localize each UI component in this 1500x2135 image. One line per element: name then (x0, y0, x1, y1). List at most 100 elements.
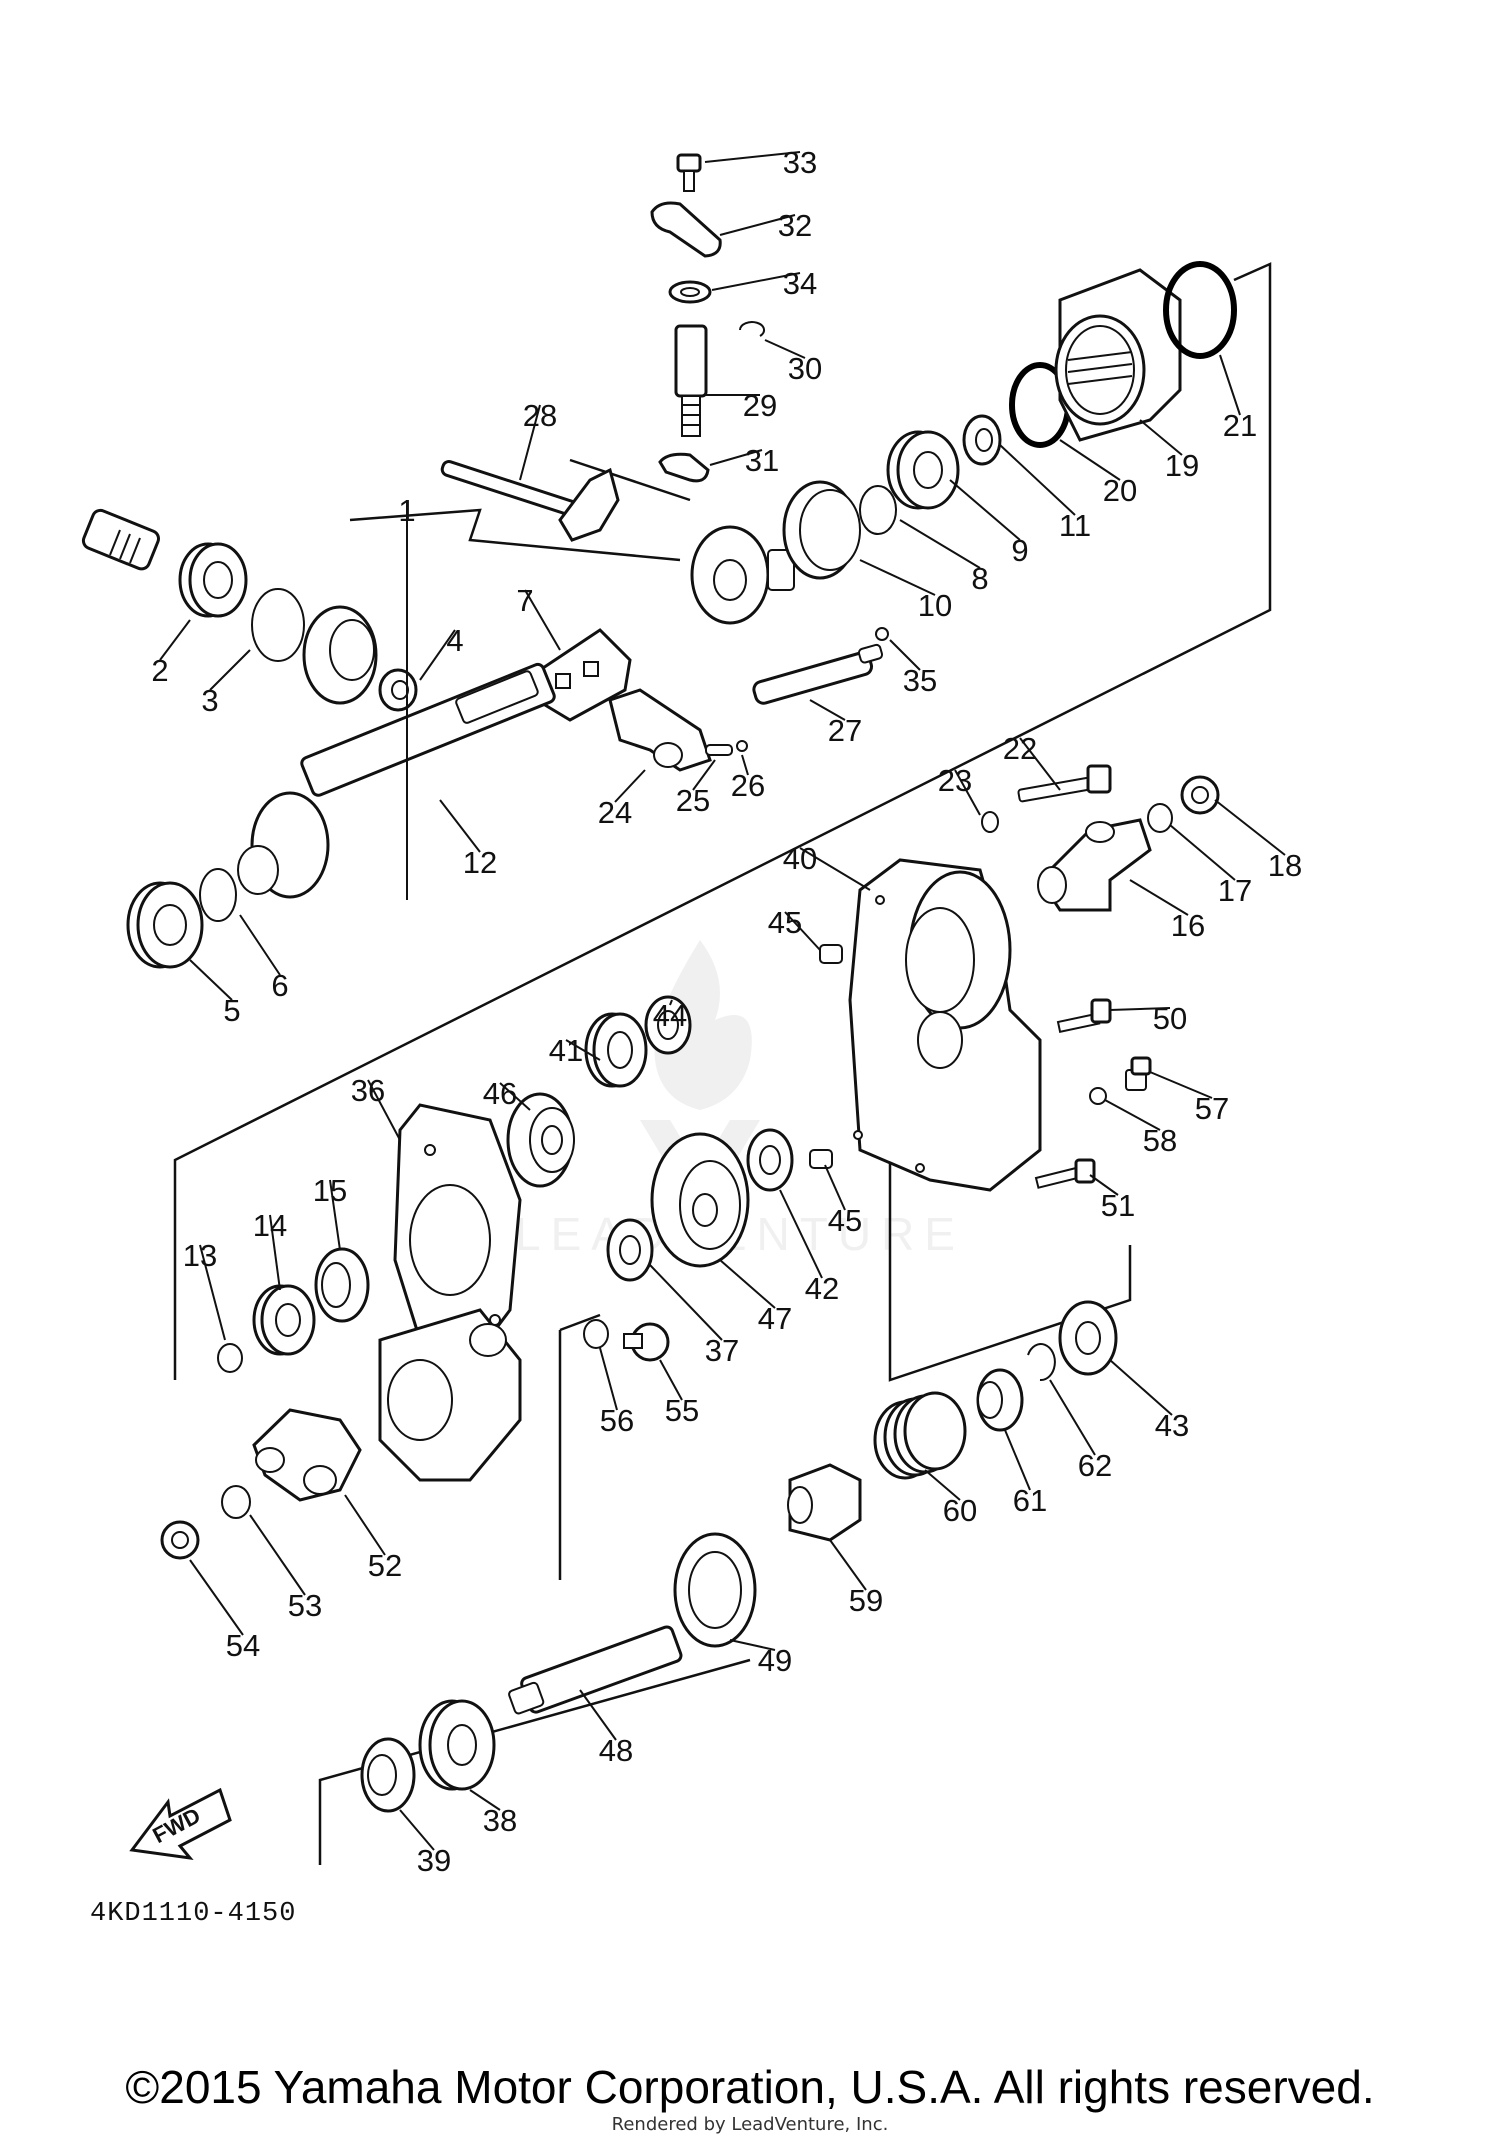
callout-46: 46 (483, 1076, 517, 1111)
shift-lever-28 (440, 460, 620, 542)
shift-shaft-29 (674, 324, 708, 437)
leader-line (764, 339, 806, 359)
center-group-boundary (558, 1313, 601, 1580)
leader-line (344, 1494, 386, 1556)
leader-line (239, 914, 281, 976)
leader-line (249, 1514, 306, 1596)
callout-27: 27 (828, 713, 862, 748)
callout-47: 47 (758, 1301, 792, 1336)
leader-line (1059, 439, 1121, 481)
callout-55: 55 (665, 1393, 699, 1428)
leader-line (1109, 1359, 1173, 1416)
leader-line (189, 959, 233, 1001)
callout-33: 33 (783, 145, 817, 180)
callout-39: 39 (417, 1843, 451, 1878)
callout-28: 28 (523, 398, 557, 433)
washer-58 (1089, 1087, 1107, 1105)
leader-line (189, 1559, 244, 1636)
leader-line (419, 629, 456, 681)
lower-case (378, 1308, 522, 1482)
seal-39 (360, 1737, 416, 1813)
callout-54: 54 (226, 1628, 260, 1663)
rendered-by-notice: Rendered by LeadVenture, Inc. (611, 2114, 889, 2135)
dowel-45-upper (819, 944, 843, 964)
callout-45: 45 (768, 905, 802, 940)
callout-1: 1 (398, 493, 415, 528)
ball-26 (736, 740, 748, 752)
leader-line (1214, 799, 1286, 856)
callout-4: 4 (446, 623, 463, 658)
spring-60 (873, 1391, 967, 1480)
nut-18 (1180, 775, 1220, 815)
leader-line (499, 1082, 531, 1111)
callout-29: 29 (743, 388, 777, 423)
bearing-14 (252, 1284, 316, 1356)
callout-59: 59 (849, 1583, 883, 1618)
leader-line (1109, 1007, 1171, 1011)
leader-line (1004, 1429, 1031, 1491)
callout-35: 35 (903, 663, 937, 698)
bearing-9 (886, 430, 960, 510)
copyright-notice: ©2015 Yamaha Motor Corporation, U.S.A. A… (125, 2061, 1375, 2113)
case-cover-36 (393, 1103, 522, 1352)
o-ring-3 (251, 588, 305, 662)
o-ring-6 (199, 868, 237, 922)
leader-line (809, 699, 846, 721)
washer-17 (1147, 803, 1173, 833)
leader-line (741, 754, 749, 776)
bearing-42 (746, 1128, 794, 1192)
leader-line (999, 444, 1076, 516)
leader-line (614, 769, 646, 803)
callout-25: 25 (676, 783, 710, 818)
washer-56 (583, 1319, 609, 1349)
drive-shaft-12 (237, 662, 556, 899)
callout-51: 51 (1101, 1188, 1135, 1223)
callout-30: 30 (788, 351, 822, 386)
bearing-housing-19 (1054, 268, 1182, 442)
bearing-5 (126, 881, 204, 969)
callout-48: 48 (599, 1733, 633, 1768)
bevel-gear-housing (302, 605, 378, 705)
shift-rod-27 (752, 643, 884, 705)
callout-9: 9 (1011, 533, 1028, 568)
seal-15 (314, 1247, 370, 1323)
leader-line (954, 769, 981, 816)
leader-line (692, 759, 716, 791)
callout-16: 16 (1171, 908, 1205, 943)
leader-line (399, 1809, 435, 1851)
callout-18: 18 (1268, 848, 1302, 883)
callout-7: 7 (516, 583, 533, 618)
callout-19: 19 (1165, 448, 1199, 483)
callout-23: 23 (938, 763, 972, 798)
callout-3: 3 (201, 683, 218, 718)
leader-line (159, 619, 191, 661)
callout-53: 53 (288, 1588, 322, 1623)
leader-line (669, 999, 673, 1006)
bracket-32 (650, 201, 722, 258)
leader-line (711, 272, 801, 291)
callout-10: 10 (918, 588, 952, 623)
shift-fork-24 (608, 688, 712, 772)
leader-line (1139, 419, 1183, 456)
leader-line (1089, 1174, 1119, 1196)
leader-line (269, 1214, 281, 1291)
callout-6: 6 (271, 968, 288, 1003)
leader-line (799, 847, 871, 891)
leader-line (1149, 1071, 1213, 1099)
callout-11: 11 (1059, 508, 1091, 543)
bearing-38 (418, 1699, 496, 1791)
leader-line (899, 519, 981, 569)
callout-62: 62 (1078, 1448, 1112, 1483)
leader-line (889, 639, 921, 671)
o-ring-21 (1163, 261, 1237, 359)
spring-25 (705, 744, 733, 756)
bolt-57 (1125, 1056, 1152, 1091)
gear-47 (650, 1132, 750, 1268)
leader-line (949, 479, 1021, 541)
callout-61: 61 (1013, 1483, 1047, 1518)
leader-line (579, 1689, 617, 1741)
top-link-boundary (349, 508, 681, 562)
callout-60: 60 (943, 1493, 977, 1528)
leader-line (199, 1244, 226, 1341)
